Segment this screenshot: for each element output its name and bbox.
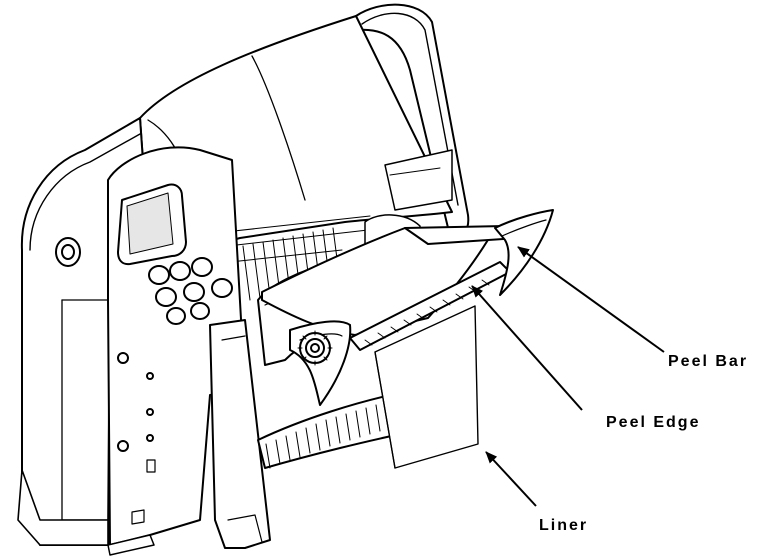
panel-button — [169, 261, 191, 281]
callout-arrows — [471, 246, 665, 507]
drive-gear — [297, 330, 333, 366]
front-panel — [209, 319, 271, 549]
panel-button — [155, 287, 177, 307]
panel-button — [191, 257, 213, 277]
peel-edge-arrow — [471, 285, 583, 411]
peel-edge-label: Peel Edge — [606, 414, 701, 431]
liner-label: Liner — [539, 517, 589, 534]
panel-button — [166, 307, 186, 325]
control-panel-buttons — [148, 257, 233, 325]
peel-bar-arrow — [517, 246, 665, 353]
panel-button — [190, 302, 210, 320]
peel-bar-label: Peel Bar — [668, 353, 749, 370]
panel-button — [183, 282, 205, 302]
liner-arrow — [485, 451, 537, 507]
panel-button — [148, 265, 170, 285]
panel-button — [211, 278, 233, 298]
side-knob — [55, 237, 81, 267]
label-web — [261, 227, 496, 336]
printer-illustration — [17, 3, 554, 556]
